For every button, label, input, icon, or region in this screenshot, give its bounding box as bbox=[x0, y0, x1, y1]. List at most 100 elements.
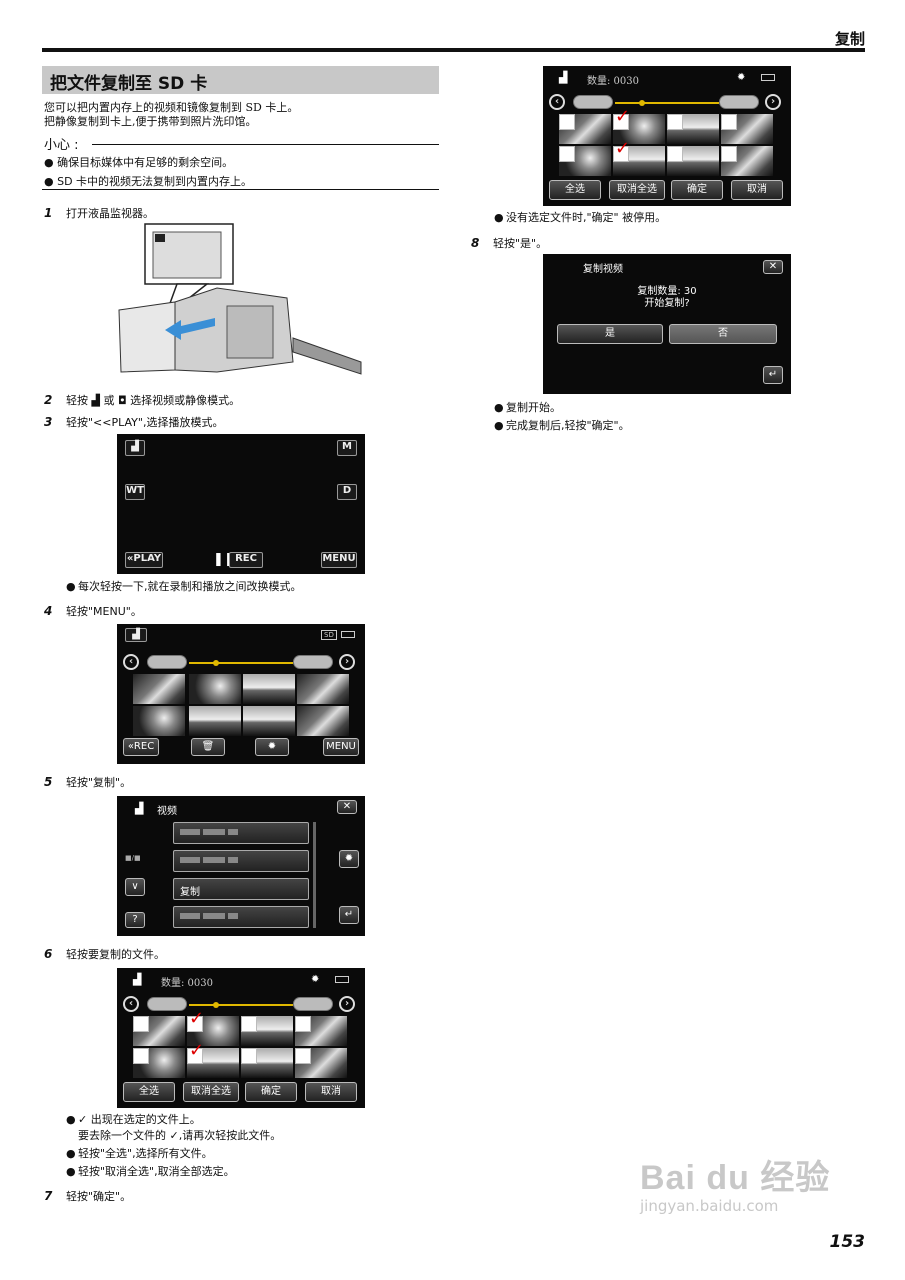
back-icon[interactable]: ↵ bbox=[763, 366, 783, 384]
confirm-screen: 复制视频 ✕ 复制数量: 30 开始复制? 是 否 ↵ bbox=[543, 254, 791, 394]
select-screen-2: ▟ 数量: 0030 ✹ ‹ › ✓ ✓ 全选 取消全选 确定 取消 bbox=[543, 66, 791, 206]
thumbnail[interactable] bbox=[297, 706, 349, 736]
checkbox[interactable] bbox=[667, 114, 683, 130]
note-item: 要去除一个文件的 ✓,请再次轻按此文件。 bbox=[78, 1129, 282, 1142]
checkbox[interactable] bbox=[559, 146, 575, 162]
timeline-left-pill[interactable] bbox=[147, 655, 187, 669]
checkbox[interactable] bbox=[133, 1048, 149, 1064]
camcorder-illustration bbox=[118, 223, 362, 375]
select-all-button[interactable]: 全选 bbox=[549, 180, 601, 200]
intro-line-1: 您可以把内置内存上的视频和镜像复制到 SD 卡上。 bbox=[44, 101, 299, 114]
close-icon[interactable]: ✕ bbox=[337, 800, 357, 814]
timeline-left-pill[interactable] bbox=[573, 95, 613, 109]
menu-item[interactable] bbox=[173, 822, 309, 844]
gear-icon[interactable]: ✹ bbox=[339, 850, 359, 868]
check-icon: ✓ bbox=[189, 1040, 205, 1061]
checkbox-checked[interactable] bbox=[613, 146, 629, 162]
checkbox[interactable] bbox=[241, 1048, 257, 1064]
next-arrow-icon[interactable]: › bbox=[765, 94, 781, 110]
select-all-button[interactable]: 全选 bbox=[123, 1082, 175, 1102]
help-button[interactable]: ? bbox=[125, 912, 145, 928]
menu-button[interactable]: MENU bbox=[323, 738, 359, 756]
thumbnail[interactable] bbox=[189, 674, 241, 704]
chevron-down-icon[interactable]: ∨ bbox=[125, 878, 145, 896]
video-mode-icon[interactable]: ▟ bbox=[125, 440, 145, 456]
no-button[interactable]: 否 bbox=[669, 324, 777, 344]
prev-arrow-icon[interactable]: ‹ bbox=[123, 654, 139, 670]
step-8-notes: ● 复制开始。 ● 完成复制后,轻按"确定"。 bbox=[494, 400, 630, 434]
ok-button[interactable]: 确定 bbox=[671, 180, 723, 200]
timeline-cursor[interactable] bbox=[639, 100, 645, 106]
d-button[interactable]: D bbox=[337, 484, 357, 500]
thumbnail[interactable] bbox=[243, 674, 295, 704]
step-7-note: ● 没有选定文件时,"确定" 被停用。 bbox=[494, 211, 667, 224]
thumbnail[interactable] bbox=[133, 706, 185, 736]
checkbox[interactable] bbox=[295, 1016, 311, 1032]
header-rule bbox=[42, 48, 865, 52]
timeline-right-pill[interactable] bbox=[293, 997, 333, 1011]
prev-arrow-icon[interactable]: ‹ bbox=[549, 94, 565, 110]
yes-button[interactable]: 是 bbox=[557, 324, 663, 344]
timeline-bar[interactable] bbox=[189, 662, 293, 664]
wt-button[interactable]: WT bbox=[125, 484, 145, 500]
checkbox-checked[interactable] bbox=[613, 114, 629, 130]
check-icon: ✓ bbox=[615, 138, 631, 159]
timeline-cursor[interactable] bbox=[213, 1002, 219, 1008]
checkbox-checked[interactable] bbox=[187, 1048, 203, 1064]
m-button[interactable]: M bbox=[337, 440, 357, 456]
timeline-bar[interactable] bbox=[189, 1004, 293, 1006]
menu-button[interactable]: MENU bbox=[321, 552, 357, 568]
rec-button[interactable]: «REC bbox=[123, 738, 159, 756]
checkbox[interactable] bbox=[559, 114, 575, 130]
thumbnail[interactable] bbox=[243, 706, 295, 736]
video-mode-icon[interactable]: ▟ bbox=[125, 628, 147, 642]
caution-list: ● 确保目标媒体中有足够的剩余空间。 ● SD 卡中的视频无法复制到内置内存上。 bbox=[44, 153, 252, 191]
caution-item: ● 确保目标媒体中有足够的剩余空间。 bbox=[44, 156, 234, 169]
deselect-all-button[interactable]: 取消全选 bbox=[609, 180, 665, 200]
note-item: ● 轻按"取消全选",取消全部选定。 bbox=[66, 1165, 235, 1178]
checkbox-checked[interactable] bbox=[187, 1016, 203, 1032]
battery-icon bbox=[341, 631, 355, 638]
deselect-all-button[interactable]: 取消全选 bbox=[183, 1082, 239, 1102]
next-arrow-icon[interactable]: › bbox=[339, 654, 355, 670]
note-item: ● 轻按"全选",选择所有文件。 bbox=[66, 1147, 213, 1160]
thumbnail[interactable] bbox=[297, 674, 349, 704]
checkbox[interactable] bbox=[667, 146, 683, 162]
back-icon[interactable]: ↵ bbox=[339, 906, 359, 924]
cancel-button[interactable]: 取消 bbox=[731, 180, 783, 200]
timeline-right-pill[interactable] bbox=[719, 95, 759, 109]
menu-item[interactable] bbox=[173, 906, 309, 928]
scrollbar[interactable] bbox=[313, 822, 316, 928]
menu-item[interactable] bbox=[173, 850, 309, 872]
close-icon[interactable]: ✕ bbox=[763, 260, 783, 274]
cancel-button[interactable]: 取消 bbox=[305, 1082, 357, 1102]
pause-icon: ❚❚ bbox=[213, 552, 235, 567]
next-arrow-icon[interactable]: › bbox=[339, 996, 355, 1012]
timeline-cursor[interactable] bbox=[213, 660, 219, 666]
menu-item-copy[interactable]: 复制 bbox=[173, 878, 309, 900]
checkbox[interactable] bbox=[133, 1016, 149, 1032]
thumbnail[interactable] bbox=[133, 674, 185, 704]
note-item: ● 复制开始。 bbox=[494, 401, 561, 414]
timeline-right-pill[interactable] bbox=[293, 655, 333, 669]
menu-screen: ▟ 视频 ✕ ■/■ ✹ ∨ 复制 ? ↵ bbox=[117, 796, 365, 936]
thumbnail[interactable] bbox=[189, 706, 241, 736]
count-label: 数量: 0030 bbox=[161, 978, 213, 989]
ok-button[interactable]: 确定 bbox=[245, 1082, 297, 1102]
watermark: Bai du 经验 jingyan.baidu.com bbox=[640, 1159, 831, 1215]
checkbox[interactable] bbox=[241, 1016, 257, 1032]
timeline-bar[interactable] bbox=[615, 102, 719, 104]
checkbox[interactable] bbox=[721, 114, 737, 130]
checkbox[interactable] bbox=[721, 146, 737, 162]
timeline-left-pill[interactable] bbox=[147, 997, 187, 1011]
trash-icon[interactable]: 🗑 bbox=[191, 738, 225, 756]
prev-arrow-icon[interactable]: ‹ bbox=[123, 996, 139, 1012]
rec-button[interactable]: REC bbox=[229, 552, 263, 568]
play-button[interactable]: «PLAY bbox=[125, 552, 163, 568]
index-screen: ▟ SD ‹ › «REC 🗑 ✹ MENU bbox=[117, 624, 365, 764]
gear-icon[interactable]: ✹ bbox=[255, 738, 289, 756]
checkbox[interactable] bbox=[295, 1048, 311, 1064]
